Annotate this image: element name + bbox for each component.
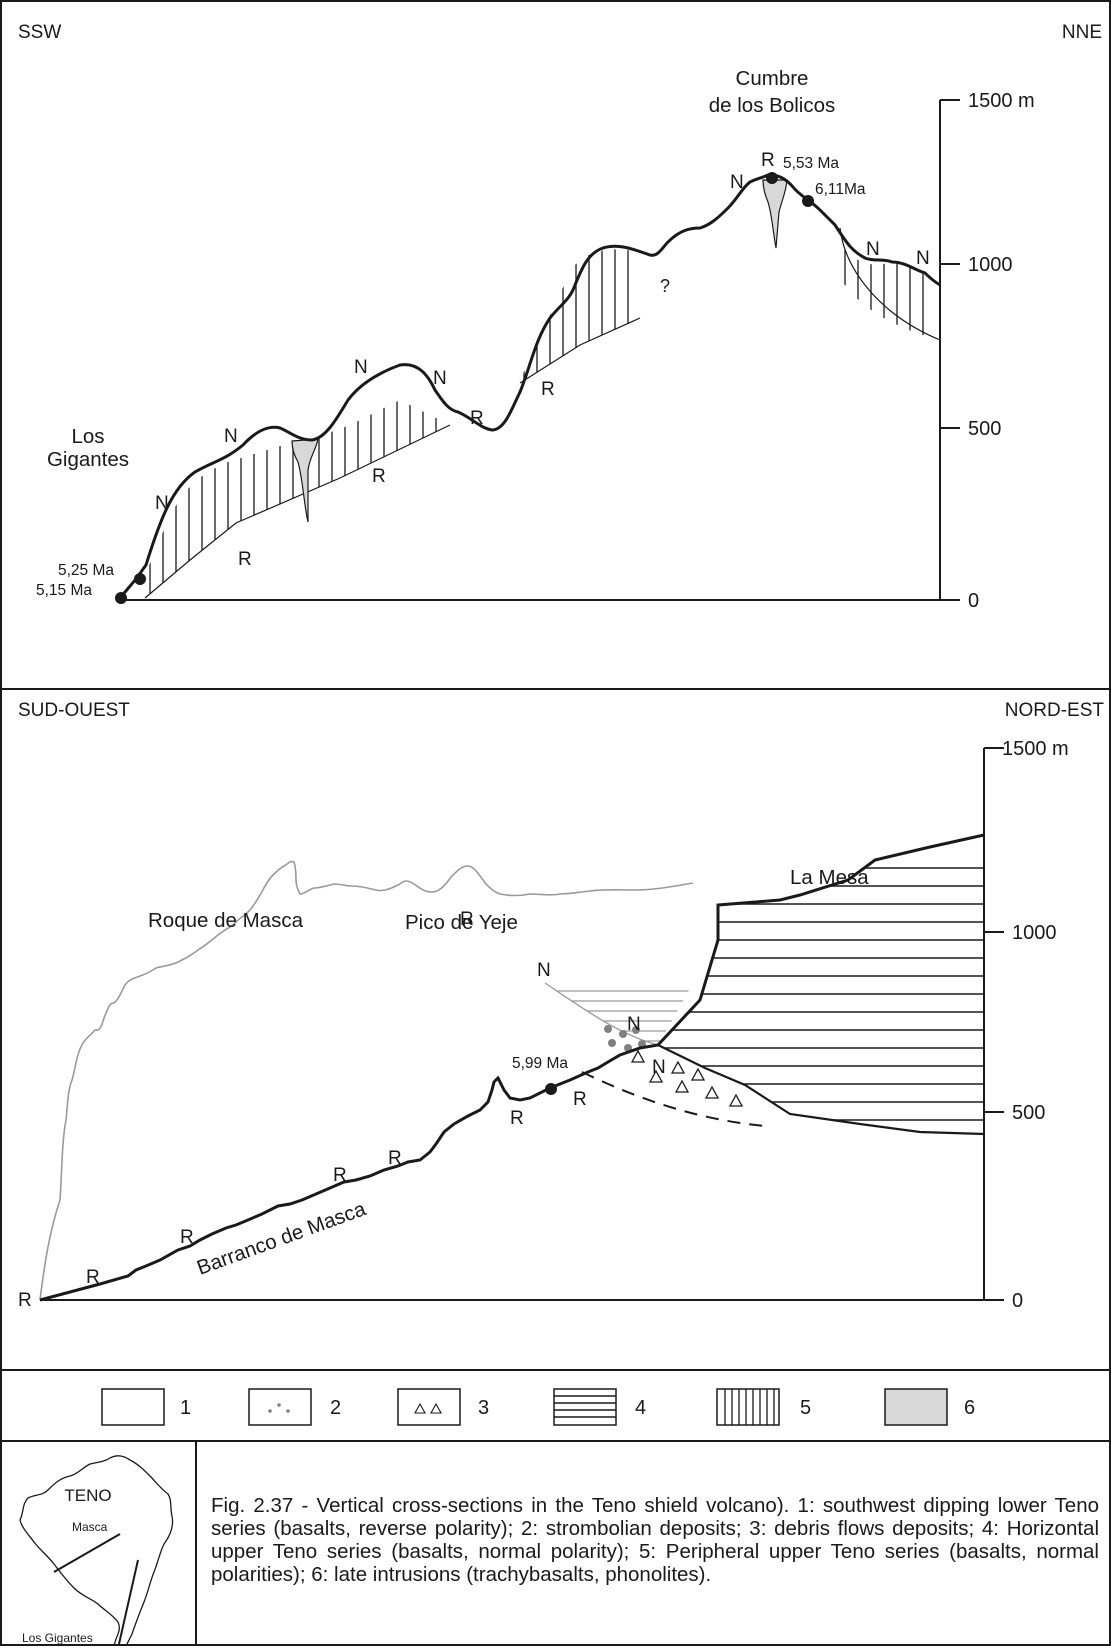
bottom-debris-triangles <box>630 1049 744 1107</box>
legend-item-4: 4 <box>553 1388 646 1426</box>
bottom-series4-base <box>657 1044 985 1136</box>
top-section: SSW NNE 1500 m 1000 500 0 <box>18 22 1102 612</box>
top-scale-500: 500 <box>968 418 1001 440</box>
bottom-dashed-contact <box>581 1071 766 1127</box>
inset-label-los-gigantes: Los Gigantes <box>22 1631 93 1645</box>
place-roque-de-masca: Roque de Masca <box>148 909 304 932</box>
bottom-scale-1000: 1000 <box>1012 922 1057 944</box>
sample-dot-525 <box>134 573 146 585</box>
bottom-profile-grey <box>39 860 694 1301</box>
polarity-r: R <box>573 1089 587 1110</box>
sample-dot-553 <box>766 172 778 184</box>
polarity-r: R <box>333 1165 347 1186</box>
top-date-515: 5,15 Ma <box>36 582 92 599</box>
top-dir-left: SSW <box>18 22 61 43</box>
legend-number-6: 6 <box>964 1397 975 1419</box>
top-topographic-profile <box>118 173 941 599</box>
polarity-r: R <box>86 1267 100 1288</box>
place-barranco-de-masca: Barranco de Masca <box>194 1197 369 1280</box>
top-intrusion-a <box>291 438 319 523</box>
polarity-n: N <box>627 1014 641 1035</box>
polarity-n: N <box>866 239 880 260</box>
bottom-polarity-labels: R R R R R R R R N N N <box>18 909 666 1311</box>
place-cumbre-line2: de los Bolicos <box>709 94 835 117</box>
place-la-mesa: La Mesa <box>790 866 869 889</box>
bottom-profile-black <box>39 833 985 1302</box>
section-line-masca <box>53 1533 121 1573</box>
figure-caption: Fig. 2.37 - Vertical cross-sections in t… <box>211 1494 1099 1586</box>
section-line-gigantes <box>118 1559 139 1645</box>
polarity-r: R <box>388 1148 402 1169</box>
inset-label-masca: Masca <box>72 1520 108 1534</box>
polarity-n: N <box>354 357 368 378</box>
top-dir-right: NNE <box>1062 22 1102 43</box>
question-mark: ? <box>660 276 670 296</box>
teno-outline <box>19 1455 174 1647</box>
legend-item-3: 3 <box>397 1388 489 1426</box>
polarity-r: R <box>180 1227 194 1248</box>
polarity-n: N <box>652 1057 666 1078</box>
bottom-strombolian-dots <box>604 1025 646 1052</box>
bottom-grey-unit-boundary <box>544 982 659 1046</box>
bottom-section: SUD-OUEST NORD-EST 1500 m 1000 500 0 <box>18 700 1104 1312</box>
bottom-altitude-scale <box>983 747 1004 1301</box>
polarity-r: R <box>761 150 775 171</box>
top-date-553: 5,53 Ma <box>783 155 839 172</box>
top-date-611: 6,11Ma <box>815 181 866 198</box>
top-altitude-scale <box>939 99 960 601</box>
bottom-date-599: 5,99 Ma <box>512 1055 568 1072</box>
polarity-r: R <box>18 1290 32 1311</box>
polarity-r: R <box>541 379 555 400</box>
legend-item-1: 1 <box>101 1388 191 1426</box>
top-sample-dots <box>115 172 814 604</box>
top-scale-1500: 1500 m <box>968 90 1035 112</box>
polarity-n: N <box>224 426 238 447</box>
top-polarity-labels: N N N N N N N R R R R R <box>155 150 930 570</box>
legend-number-1: 1 <box>180 1397 191 1419</box>
bottom-scale-0: 0 <box>1012 1290 1023 1312</box>
legend-number-2: 2 <box>330 1397 341 1419</box>
legend-item-6: 6 <box>884 1388 975 1426</box>
legend-number-3: 3 <box>478 1397 489 1419</box>
place-los-gigantes-line1: Los <box>71 425 104 448</box>
polarity-n: N <box>537 960 551 981</box>
inset-title-teno: TENO <box>64 1486 111 1505</box>
polarity-n: N <box>433 368 447 389</box>
top-date-525: 5,25 Ma <box>58 562 114 579</box>
top-scale-1000: 1000 <box>968 254 1013 276</box>
polarity-r: R <box>372 466 386 487</box>
legend-number-4: 4 <box>635 1397 646 1419</box>
bottom-dir-right: NORD-EST <box>1005 700 1105 721</box>
polarity-n: N <box>155 493 169 514</box>
top-scale-0: 0 <box>968 590 979 612</box>
legend: 1 2 3 4 5 6 <box>101 1388 975 1426</box>
polarity-r: R <box>510 1108 524 1129</box>
sample-dot-599 <box>545 1083 557 1095</box>
top-intrusion-b <box>762 179 788 249</box>
top-unit-boundaries <box>144 227 941 599</box>
inset-map: TENO Masca Los Gigantes <box>19 1455 174 1647</box>
polarity-n: N <box>916 248 930 269</box>
legend-item-2: 2 <box>248 1388 341 1426</box>
sample-dot-515 <box>115 592 127 604</box>
place-pico-de-yeje: Pico de Yeje <box>405 911 518 934</box>
bottom-scale-1500: 1500 m <box>1002 738 1069 760</box>
place-cumbre-line1: Cumbre <box>736 67 809 90</box>
polarity-r: R <box>460 909 474 930</box>
polarity-r: R <box>470 408 484 429</box>
polarity-r: R <box>238 549 252 570</box>
polarity-n: N <box>730 172 744 193</box>
top-hatch-vertical <box>149 228 924 598</box>
legend-number-5: 5 <box>800 1397 811 1419</box>
legend-item-5: 5 <box>716 1388 811 1426</box>
place-los-gigantes-line2: Gigantes <box>47 448 129 471</box>
sample-dot-611 <box>802 195 814 207</box>
bottom-dir-left: SUD-OUEST <box>18 700 130 721</box>
bottom-scale-500: 500 <box>1012 1102 1045 1124</box>
